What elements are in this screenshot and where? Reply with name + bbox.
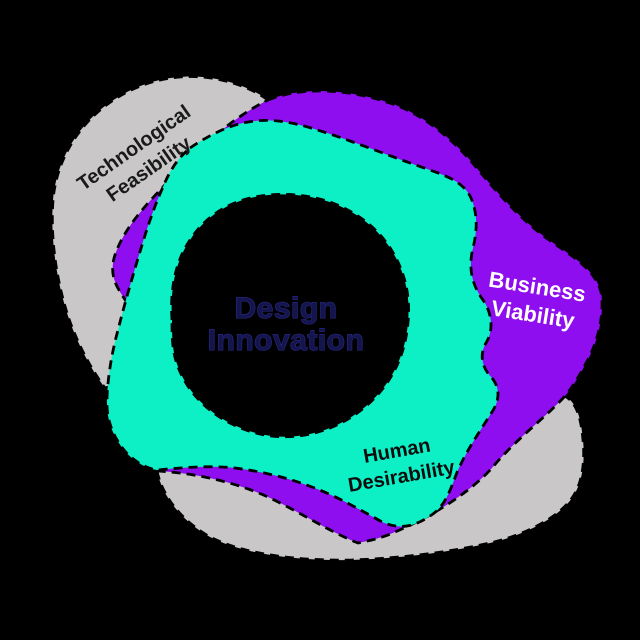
design-innovation-title-line2: Innovation [208, 324, 365, 357]
design-innovation-title-line1: Design [234, 292, 337, 325]
center-hole [170, 193, 410, 439]
design-innovation-title-group: Design Innovation [207, 291, 365, 357]
